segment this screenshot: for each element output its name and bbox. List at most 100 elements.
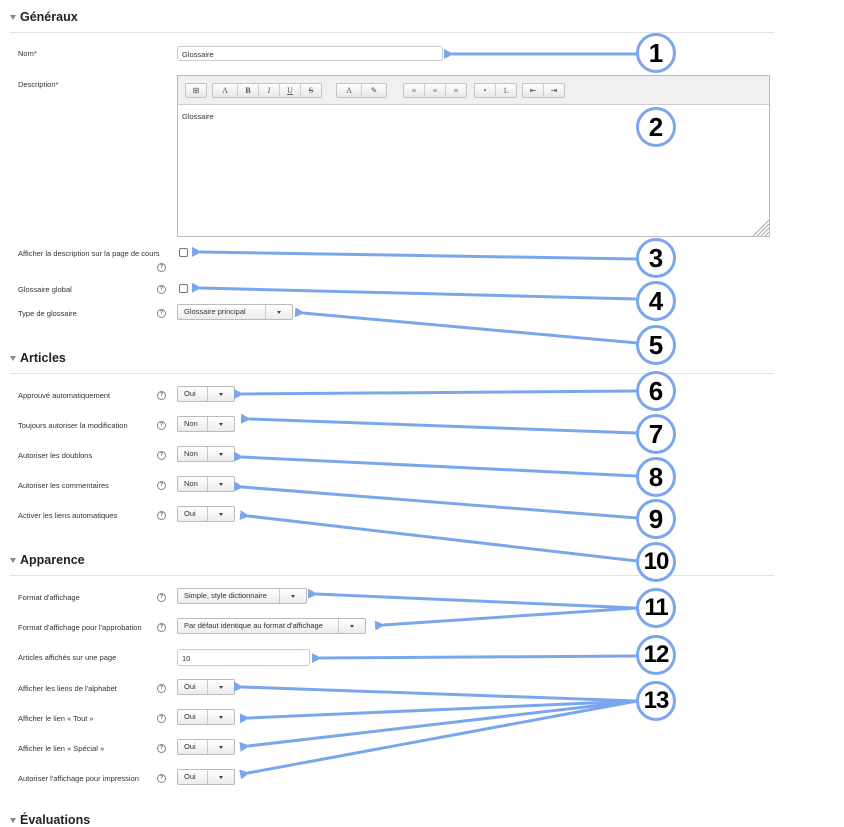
arrow-7 bbox=[240, 413, 638, 435]
autoriser-commentaires-select[interactable]: Non bbox=[177, 476, 235, 492]
dropdown-arrow-icon bbox=[207, 507, 234, 521]
section-articles[interactable]: Articles bbox=[10, 351, 66, 365]
resize-handle-icon[interactable] bbox=[749, 218, 769, 236]
help-icon[interactable]: ? bbox=[157, 774, 166, 783]
lien-special-select[interactable]: Oui bbox=[177, 739, 235, 755]
outdent-icon[interactable]: ⇤ bbox=[523, 84, 544, 97]
align-center-icon[interactable]: ≡ bbox=[425, 84, 446, 97]
liens-alphabet-select[interactable]: Oui bbox=[177, 679, 235, 695]
toolbar-group: A ✎ bbox=[336, 83, 387, 98]
toolbar-group: ⊞ bbox=[185, 83, 207, 98]
section-generaux[interactable]: Généraux bbox=[10, 10, 78, 24]
callout-1: 1 bbox=[636, 33, 676, 73]
background-color-icon[interactable]: ✎ bbox=[370, 86, 378, 95]
help-icon[interactable]: ? bbox=[157, 481, 166, 490]
select-value: Non bbox=[184, 419, 198, 428]
bold-icon[interactable]: B bbox=[238, 84, 259, 97]
help-icon[interactable]: ? bbox=[157, 684, 166, 693]
label-liens-alphabet: Afficher les liens de l'alphabet bbox=[18, 684, 117, 693]
type-glossaire-select[interactable]: Glossaire principal bbox=[177, 304, 293, 320]
dropdown-arrow-icon bbox=[207, 770, 234, 784]
section-title: Généraux bbox=[20, 10, 78, 24]
help-icon[interactable]: ? bbox=[157, 714, 166, 723]
dropdown-arrow-icon bbox=[207, 477, 234, 491]
callout-4: 4 bbox=[636, 281, 676, 321]
select-value: Oui bbox=[184, 389, 196, 398]
arrow-6 bbox=[233, 389, 638, 400]
editor-toolbar: ⊞ A B I U S A ✎ ≡ ≡ ≡ • 1. ⇤ ⇥ bbox=[178, 76, 769, 105]
dropdown-arrow-icon bbox=[207, 710, 234, 724]
help-icon[interactable]: ? bbox=[157, 391, 166, 400]
editor-content[interactable]: Glossaire bbox=[182, 112, 214, 121]
required-icon: * bbox=[55, 80, 59, 89]
help-icon[interactable]: ? bbox=[157, 285, 166, 294]
arrow-4 bbox=[191, 282, 638, 301]
label-approuve-auto: Approuvé automatiquement bbox=[18, 391, 111, 400]
divider bbox=[10, 373, 774, 374]
caret-down-icon bbox=[10, 817, 16, 823]
select-value: Par défaut identique au format d'afficha… bbox=[184, 621, 323, 630]
toolbar-toggle-icon[interactable]: ⊞ bbox=[192, 86, 200, 95]
label-format-affichage: Format d'affichage bbox=[18, 593, 80, 602]
callout-11: 11 bbox=[636, 588, 676, 628]
lien-tout-select[interactable]: Oui bbox=[177, 709, 235, 725]
callout-12: 12 bbox=[636, 635, 676, 675]
help-icon[interactable]: ? bbox=[157, 263, 166, 272]
select-value: Oui bbox=[184, 509, 196, 518]
align-right-icon[interactable]: ≡ bbox=[453, 86, 459, 95]
arrow-11b bbox=[374, 606, 638, 631]
dropdown-arrow-icon bbox=[207, 387, 234, 401]
impression-select[interactable]: Oui bbox=[177, 769, 235, 785]
bullet-list-icon[interactable]: • bbox=[475, 84, 496, 97]
format-approbation-select[interactable]: Par défaut identique au format d'afficha… bbox=[177, 618, 366, 634]
nom-input[interactable]: Glossaire bbox=[177, 46, 443, 61]
label-lien-tout: Afficher le lien « Tout » bbox=[18, 714, 94, 723]
callout-5: 5 bbox=[636, 325, 676, 365]
underline-icon[interactable]: U bbox=[280, 84, 301, 97]
strikethrough-icon[interactable]: S bbox=[308, 86, 314, 95]
arrow-13a bbox=[233, 681, 638, 703]
toujours-modif-select[interactable]: Non bbox=[177, 416, 235, 432]
arrow-10 bbox=[239, 510, 638, 563]
select-value: Glossaire principal bbox=[184, 307, 246, 316]
arrow-8 bbox=[233, 451, 638, 478]
label-nom: Nom* bbox=[18, 49, 37, 58]
select-value: Oui bbox=[184, 772, 196, 781]
help-icon[interactable]: ? bbox=[157, 451, 166, 460]
dropdown-arrow-icon bbox=[207, 680, 234, 694]
numbered-list-icon[interactable]: 1. bbox=[503, 86, 509, 95]
dropdown-arrow-icon bbox=[279, 589, 306, 603]
arrow-12 bbox=[311, 653, 638, 664]
indent-icon[interactable]: ⇥ bbox=[550, 86, 558, 95]
toolbar-group: • 1. bbox=[474, 83, 517, 98]
font-size-icon[interactable]: A bbox=[213, 84, 238, 97]
articles-par-page-input[interactable]: 10 bbox=[177, 649, 310, 666]
help-icon[interactable]: ? bbox=[157, 623, 166, 632]
label-liens-auto: Activer les liens automatiques bbox=[18, 511, 118, 520]
label-type-glossaire: Type de glossaire bbox=[18, 309, 77, 318]
arrow-13b bbox=[239, 699, 638, 724]
align-left-icon[interactable]: ≡ bbox=[404, 84, 425, 97]
toolbar-group: ⇤ ⇥ bbox=[522, 83, 565, 98]
arrow-11a bbox=[307, 588, 638, 610]
required-icon: * bbox=[33, 49, 37, 58]
glossaire-global-checkbox[interactable] bbox=[179, 284, 188, 293]
help-icon[interactable]: ? bbox=[157, 421, 166, 430]
description-editor[interactable]: ⊞ A B I U S A ✎ ≡ ≡ ≡ • 1. ⇤ ⇥ Glossaire bbox=[177, 75, 770, 237]
italic-icon[interactable]: I bbox=[259, 84, 280, 97]
format-affichage-select[interactable]: Simple, style dictionnaire bbox=[177, 588, 307, 604]
liens-auto-select[interactable]: Oui bbox=[177, 506, 235, 522]
help-icon[interactable]: ? bbox=[157, 593, 166, 602]
select-value: Simple, style dictionnaire bbox=[184, 591, 267, 600]
select-value: Oui bbox=[184, 712, 196, 721]
help-icon[interactable]: ? bbox=[157, 744, 166, 753]
toolbar-group: ≡ ≡ ≡ bbox=[403, 83, 467, 98]
callout-9: 9 bbox=[636, 499, 676, 539]
callout-2: 2 bbox=[636, 107, 676, 147]
help-icon[interactable]: ? bbox=[157, 511, 166, 520]
text-color-icon[interactable]: A bbox=[337, 84, 362, 97]
afficher-description-checkbox[interactable] bbox=[179, 248, 188, 257]
help-icon[interactable]: ? bbox=[157, 309, 166, 318]
section-apparence[interactable]: Apparence bbox=[10, 553, 85, 567]
